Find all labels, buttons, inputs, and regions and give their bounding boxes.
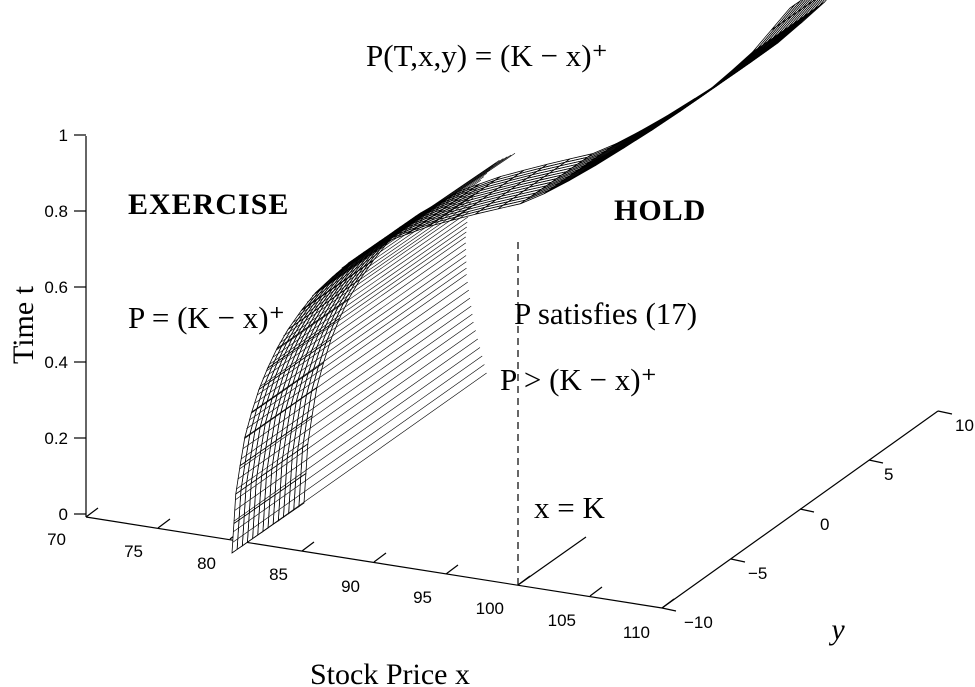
surface-hatch-line [232,364,485,543]
y-tick-label: 0 [820,515,829,534]
surface-hatch-line [248,267,467,421]
x-axis [85,516,663,609]
t-tick-label: 0.8 [44,202,68,221]
exercise-boundary-surface [231,0,827,554]
surface-hatch-line [361,156,508,256]
surface-hatch-line [374,153,516,249]
y-axis-ticks: −10 −5 0 5 10 [661,410,974,632]
surface-hatch-line [323,172,488,286]
strike-line [517,238,587,586]
surface-hatch-line [368,154,512,252]
strike-base-line [517,536,587,586]
x-tick-label: 110 [623,623,650,642]
surface-hatch-line [259,242,466,387]
y-axis-label: y [828,613,845,646]
y-tick-label: 5 [884,465,893,484]
surface-cell [806,0,815,6]
x-tick-label: 85 [269,565,288,584]
surface-hatch-line [235,321,474,490]
surface-hatch-line [231,372,487,554]
surface-hatch-line [292,197,474,323]
surface-hatch-line [276,216,468,351]
surface-hatch-line [302,188,477,310]
surface-hatch-line [239,305,472,470]
x-tick-label: 105 [548,611,576,630]
surface-hatch-line [265,231,467,372]
t-tick-label: 0 [59,505,68,524]
surface-cell [796,0,810,13]
surface-hatch-line [287,202,472,330]
x-tick-label: 100 [476,599,504,618]
surface-hatch-line [297,193,475,317]
surface-hatch-line [233,355,483,532]
x-tick-label: 95 [413,588,432,607]
x-axis-label: Stock Price x [310,658,470,687]
surface-hatch-line [251,261,467,413]
surface-cell [808,0,823,14]
surface-hatch-line [257,248,467,396]
hold-region-label: HOLD [614,194,706,227]
hold-inequality: P > (K − x)⁺ [500,362,657,397]
surface-hatch-line [312,179,482,297]
y-tick-label: −10 [684,613,713,632]
x-tick-label: 70 [47,530,66,549]
surface-hatch-line [242,289,469,450]
surface-hatch-line [254,255,467,404]
surface-hatch-line [306,183,479,303]
x-axis-ticks: 70 75 80 85 90 95 100 105 110 [47,507,675,642]
surface-hatch-line [246,274,467,430]
y-tick-label: 10 [955,416,974,435]
t-tick-label: 1 [59,126,68,145]
strike-equation: x = K [534,490,605,525]
surface-hatch-line [354,158,504,260]
t-axis-label: Time t [7,285,40,364]
surface-cell [819,0,827,6]
terminal-condition: P(T,x,y) = (K − x)⁺ [366,38,608,73]
t-axis-ticks: 0 0.2 0.4 0.6 0.8 1 [44,126,86,524]
exercise-value-equation: P = (K − x)⁺ [128,300,285,335]
surface-hatch-line [269,226,467,365]
t-tick-label: 0.2 [44,429,68,448]
surface-hatch-line [233,347,481,522]
surface-hatch-line [235,330,476,501]
x-tick-label: 90 [341,577,360,596]
y-tick-label: −5 [748,564,767,583]
hold-pde-statement: P satisfies (17) [514,296,697,331]
surface-hatch-line [347,159,500,264]
surface-cell [706,68,736,93]
t-tick-label: 0.4 [44,353,68,372]
surface-hatch-line [262,236,466,379]
surface-hatch-line [244,281,468,439]
surface-hatch-line [272,221,468,358]
surface-hatch-line [283,207,470,337]
surface-hatch-line [279,211,469,344]
surface-hatch-line [241,297,471,460]
surface-hatch-line [317,176,485,291]
t-tick-label: 0.6 [44,278,68,297]
surface-hatch-line [237,313,473,480]
x-tick-label: 75 [124,542,143,561]
surface-hatch-line [234,338,478,511]
x-tick-label: 80 [197,554,216,573]
surface-cell [770,4,796,31]
exercise-region-label: EXERCISE [128,188,289,221]
